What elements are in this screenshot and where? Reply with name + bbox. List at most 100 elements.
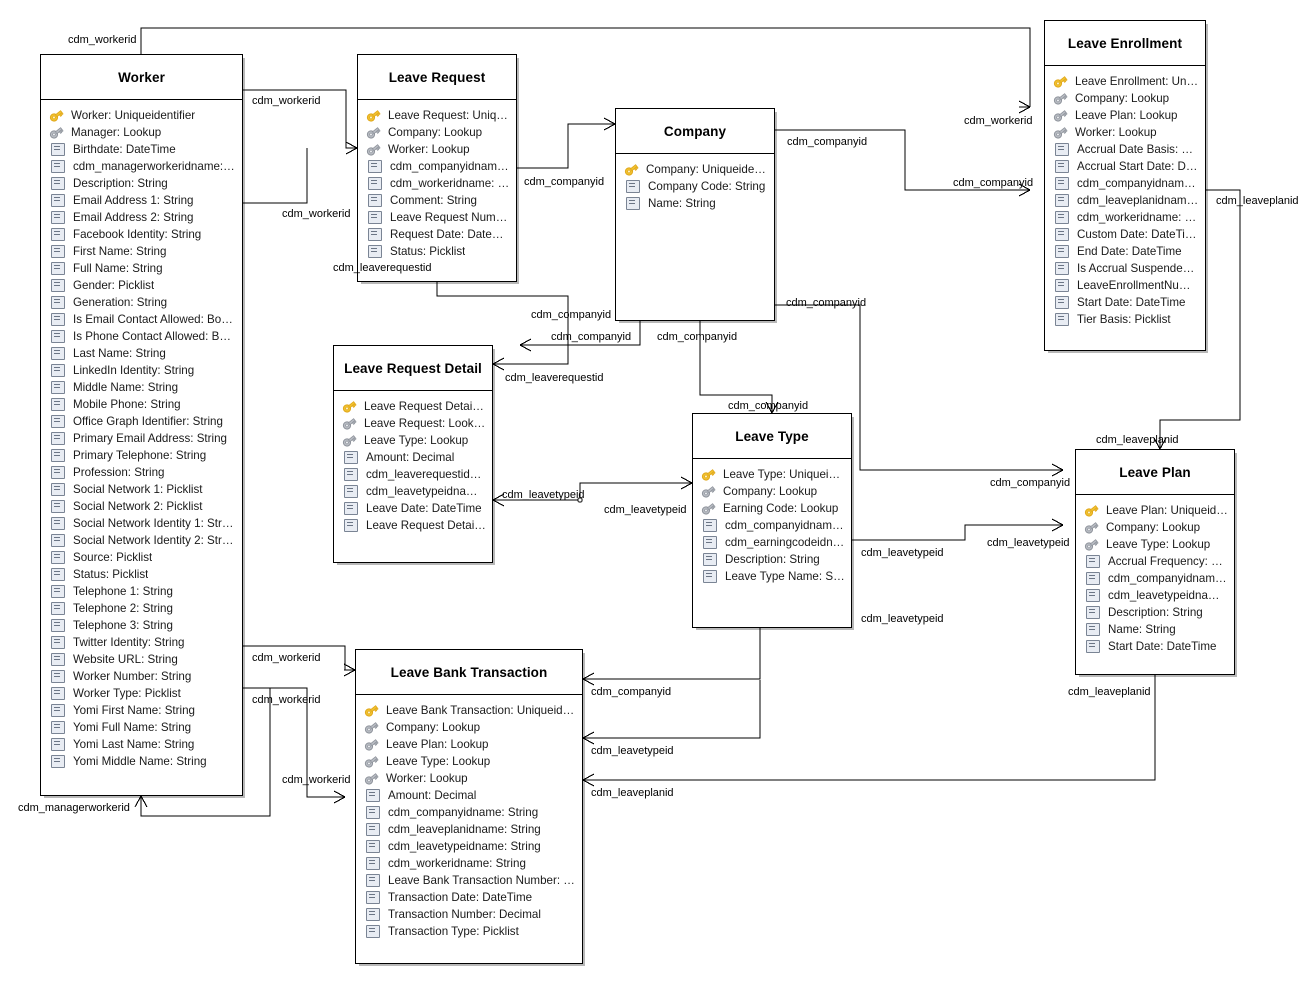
attribute-row[interactable]: Transaction Date: DateTime: [364, 889, 576, 906]
attribute-row[interactable]: cdm_leavetypeidname: String: [364, 838, 576, 855]
attribute-row[interactable]: Amount: Decimal: [364, 787, 576, 804]
attribute-row[interactable]: cdm_earningcodeidnam...: [701, 534, 845, 551]
attribute-row[interactable]: Transaction Number: Decimal: [364, 906, 576, 923]
attribute-row[interactable]: Accrual Frequency: Pick...: [1084, 553, 1228, 570]
attribute-row[interactable]: LeaveEnrollmentNumbe...: [1053, 277, 1199, 294]
attribute-row[interactable]: Leave Request Detail N...: [342, 517, 486, 534]
attribute-row[interactable]: Email Address 2: String: [49, 209, 236, 226]
attribute-row[interactable]: Social Network 2: Picklist: [49, 498, 236, 515]
attribute-row[interactable]: cdm_leavetypeidname:...: [342, 483, 486, 500]
attribute-row[interactable]: Primary Email Address: String: [49, 430, 236, 447]
attribute-row[interactable]: Status: Picklist: [49, 566, 236, 583]
attribute-row[interactable]: Leave Type Name: String: [701, 568, 845, 585]
attribute-row[interactable]: cdm_companyidname:...: [1053, 175, 1199, 192]
attribute-row[interactable]: Request Date: DateTime: [366, 226, 510, 243]
attribute-row[interactable]: Amount: Decimal: [342, 449, 486, 466]
attribute-row[interactable]: Name: String: [624, 195, 768, 212]
attribute-row[interactable]: Leave Enrollment: Uniq...: [1053, 73, 1199, 90]
attribute-row[interactable]: Social Network 1: Picklist: [49, 481, 236, 498]
attribute-row[interactable]: Is Email Contact Allowed: Boole...: [49, 311, 236, 328]
attribute-row[interactable]: cdm_leaverequestidna...: [342, 466, 486, 483]
attribute-row[interactable]: cdm_companyidname:...: [366, 158, 510, 175]
attribute-row[interactable]: cdm_workeridname: String: [364, 855, 576, 872]
attribute-row[interactable]: Leave Type: Lookup: [342, 432, 486, 449]
attribute-row[interactable]: cdm_companyidname: String: [364, 804, 576, 821]
attribute-row[interactable]: Leave Request: Uniquei...: [366, 107, 510, 124]
attribute-row[interactable]: Generation: String: [49, 294, 236, 311]
attribute-row[interactable]: cdm_managerworkeridname: St...: [49, 158, 236, 175]
attribute-row[interactable]: Leave Request: Lookup: [342, 415, 486, 432]
attribute-row[interactable]: Leave Date: DateTime: [342, 500, 486, 517]
attribute-row[interactable]: Yomi Middle Name: String: [49, 753, 236, 770]
attribute-row[interactable]: Company: Lookup: [366, 124, 510, 141]
attribute-row[interactable]: cdm_workeridname: St...: [366, 175, 510, 192]
attribute-row[interactable]: Comment: String: [366, 192, 510, 209]
attribute-row[interactable]: Yomi Last Name: String: [49, 736, 236, 753]
attribute-row[interactable]: Leave Request Detail:...: [342, 398, 486, 415]
attribute-row[interactable]: End Date: DateTime: [1053, 243, 1199, 260]
attribute-row[interactable]: cdm_leaveplanidname:...: [1053, 192, 1199, 209]
attribute-row[interactable]: Company: Lookup: [1084, 519, 1228, 536]
attribute-row[interactable]: Company Code: String: [624, 178, 768, 195]
attribute-row[interactable]: Yomi First Name: String: [49, 702, 236, 719]
attribute-row[interactable]: Profession: String: [49, 464, 236, 481]
attribute-row[interactable]: Start Date: DateTime: [1084, 638, 1228, 655]
attribute-row[interactable]: Office Graph Identifier: String: [49, 413, 236, 430]
attribute-row[interactable]: Company: Lookup: [701, 483, 845, 500]
attribute-row[interactable]: Birthdate: DateTime: [49, 141, 236, 158]
attribute-row[interactable]: First Name: String: [49, 243, 236, 260]
attribute-row[interactable]: Leave Bank Transaction Number: Stri...: [364, 872, 576, 889]
attribute-row[interactable]: Yomi Full Name: String: [49, 719, 236, 736]
attribute-row[interactable]: Description: String: [49, 175, 236, 192]
attribute-row[interactable]: Leave Plan: Lookup: [364, 736, 576, 753]
attribute-row[interactable]: cdm_leaveplanidname: String: [364, 821, 576, 838]
attribute-row[interactable]: Primary Telephone: String: [49, 447, 236, 464]
attribute-row[interactable]: Middle Name: String: [49, 379, 236, 396]
attribute-row[interactable]: cdm_workeridname: St...: [1053, 209, 1199, 226]
attribute-row[interactable]: Mobile Phone: String: [49, 396, 236, 413]
attribute-row[interactable]: Worker: Lookup: [364, 770, 576, 787]
attribute-row[interactable]: Telephone 3: String: [49, 617, 236, 634]
attribute-row[interactable]: Is Accrual Suspended:...: [1053, 260, 1199, 277]
attribute-row[interactable]: Earning Code: Lookup: [701, 500, 845, 517]
attribute-row[interactable]: Leave Type: Lookup: [1084, 536, 1228, 553]
attribute-row[interactable]: Name: String: [1084, 621, 1228, 638]
attribute-row[interactable]: Worker: Lookup: [366, 141, 510, 158]
attribute-row[interactable]: Leave Plan: Uniqueiden...: [1084, 502, 1228, 519]
attribute-row[interactable]: Email Address 1: String: [49, 192, 236, 209]
attribute-row[interactable]: Worker Number: String: [49, 668, 236, 685]
attribute-row[interactable]: Leave Bank Transaction: Uniqueident...: [364, 702, 576, 719]
attribute-row[interactable]: Gender: Picklist: [49, 277, 236, 294]
attribute-row[interactable]: Worker Type: Picklist: [49, 685, 236, 702]
attribute-row[interactable]: Leave Request Number...: [366, 209, 510, 226]
attribute-row[interactable]: Social Network Identity 2: String: [49, 532, 236, 549]
attribute-row[interactable]: Telephone 2: String: [49, 600, 236, 617]
attribute-row[interactable]: Accrual Date Basis: Dat...: [1053, 141, 1199, 158]
attribute-row[interactable]: Description: String: [701, 551, 845, 568]
attribute-row[interactable]: Is Phone Contact Allowed: Bool...: [49, 328, 236, 345]
attribute-row[interactable]: cdm_companyidname:...: [701, 517, 845, 534]
attribute-row[interactable]: Transaction Type: Picklist: [364, 923, 576, 940]
attribute-row[interactable]: Status: Picklist: [366, 243, 510, 260]
attribute-row[interactable]: Last Name: String: [49, 345, 236, 362]
attribute-row[interactable]: Leave Type: Lookup: [364, 753, 576, 770]
attribute-row[interactable]: Worker: Lookup: [1053, 124, 1199, 141]
attribute-row[interactable]: Custom Date: DateTime: [1053, 226, 1199, 243]
attribute-row[interactable]: Tier Basis: Picklist: [1053, 311, 1199, 328]
attribute-row[interactable]: Website URL: String: [49, 651, 236, 668]
attribute-row[interactable]: Worker: Uniqueidentifier: [49, 107, 236, 124]
attribute-row[interactable]: Description: String: [1084, 604, 1228, 621]
attribute-row[interactable]: Manager: Lookup: [49, 124, 236, 141]
attribute-row[interactable]: Twitter Identity: String: [49, 634, 236, 651]
attribute-row[interactable]: Company: Lookup: [364, 719, 576, 736]
attribute-row[interactable]: Source: Picklist: [49, 549, 236, 566]
attribute-row[interactable]: Facebook Identity: String: [49, 226, 236, 243]
attribute-row[interactable]: Company: Lookup: [1053, 90, 1199, 107]
